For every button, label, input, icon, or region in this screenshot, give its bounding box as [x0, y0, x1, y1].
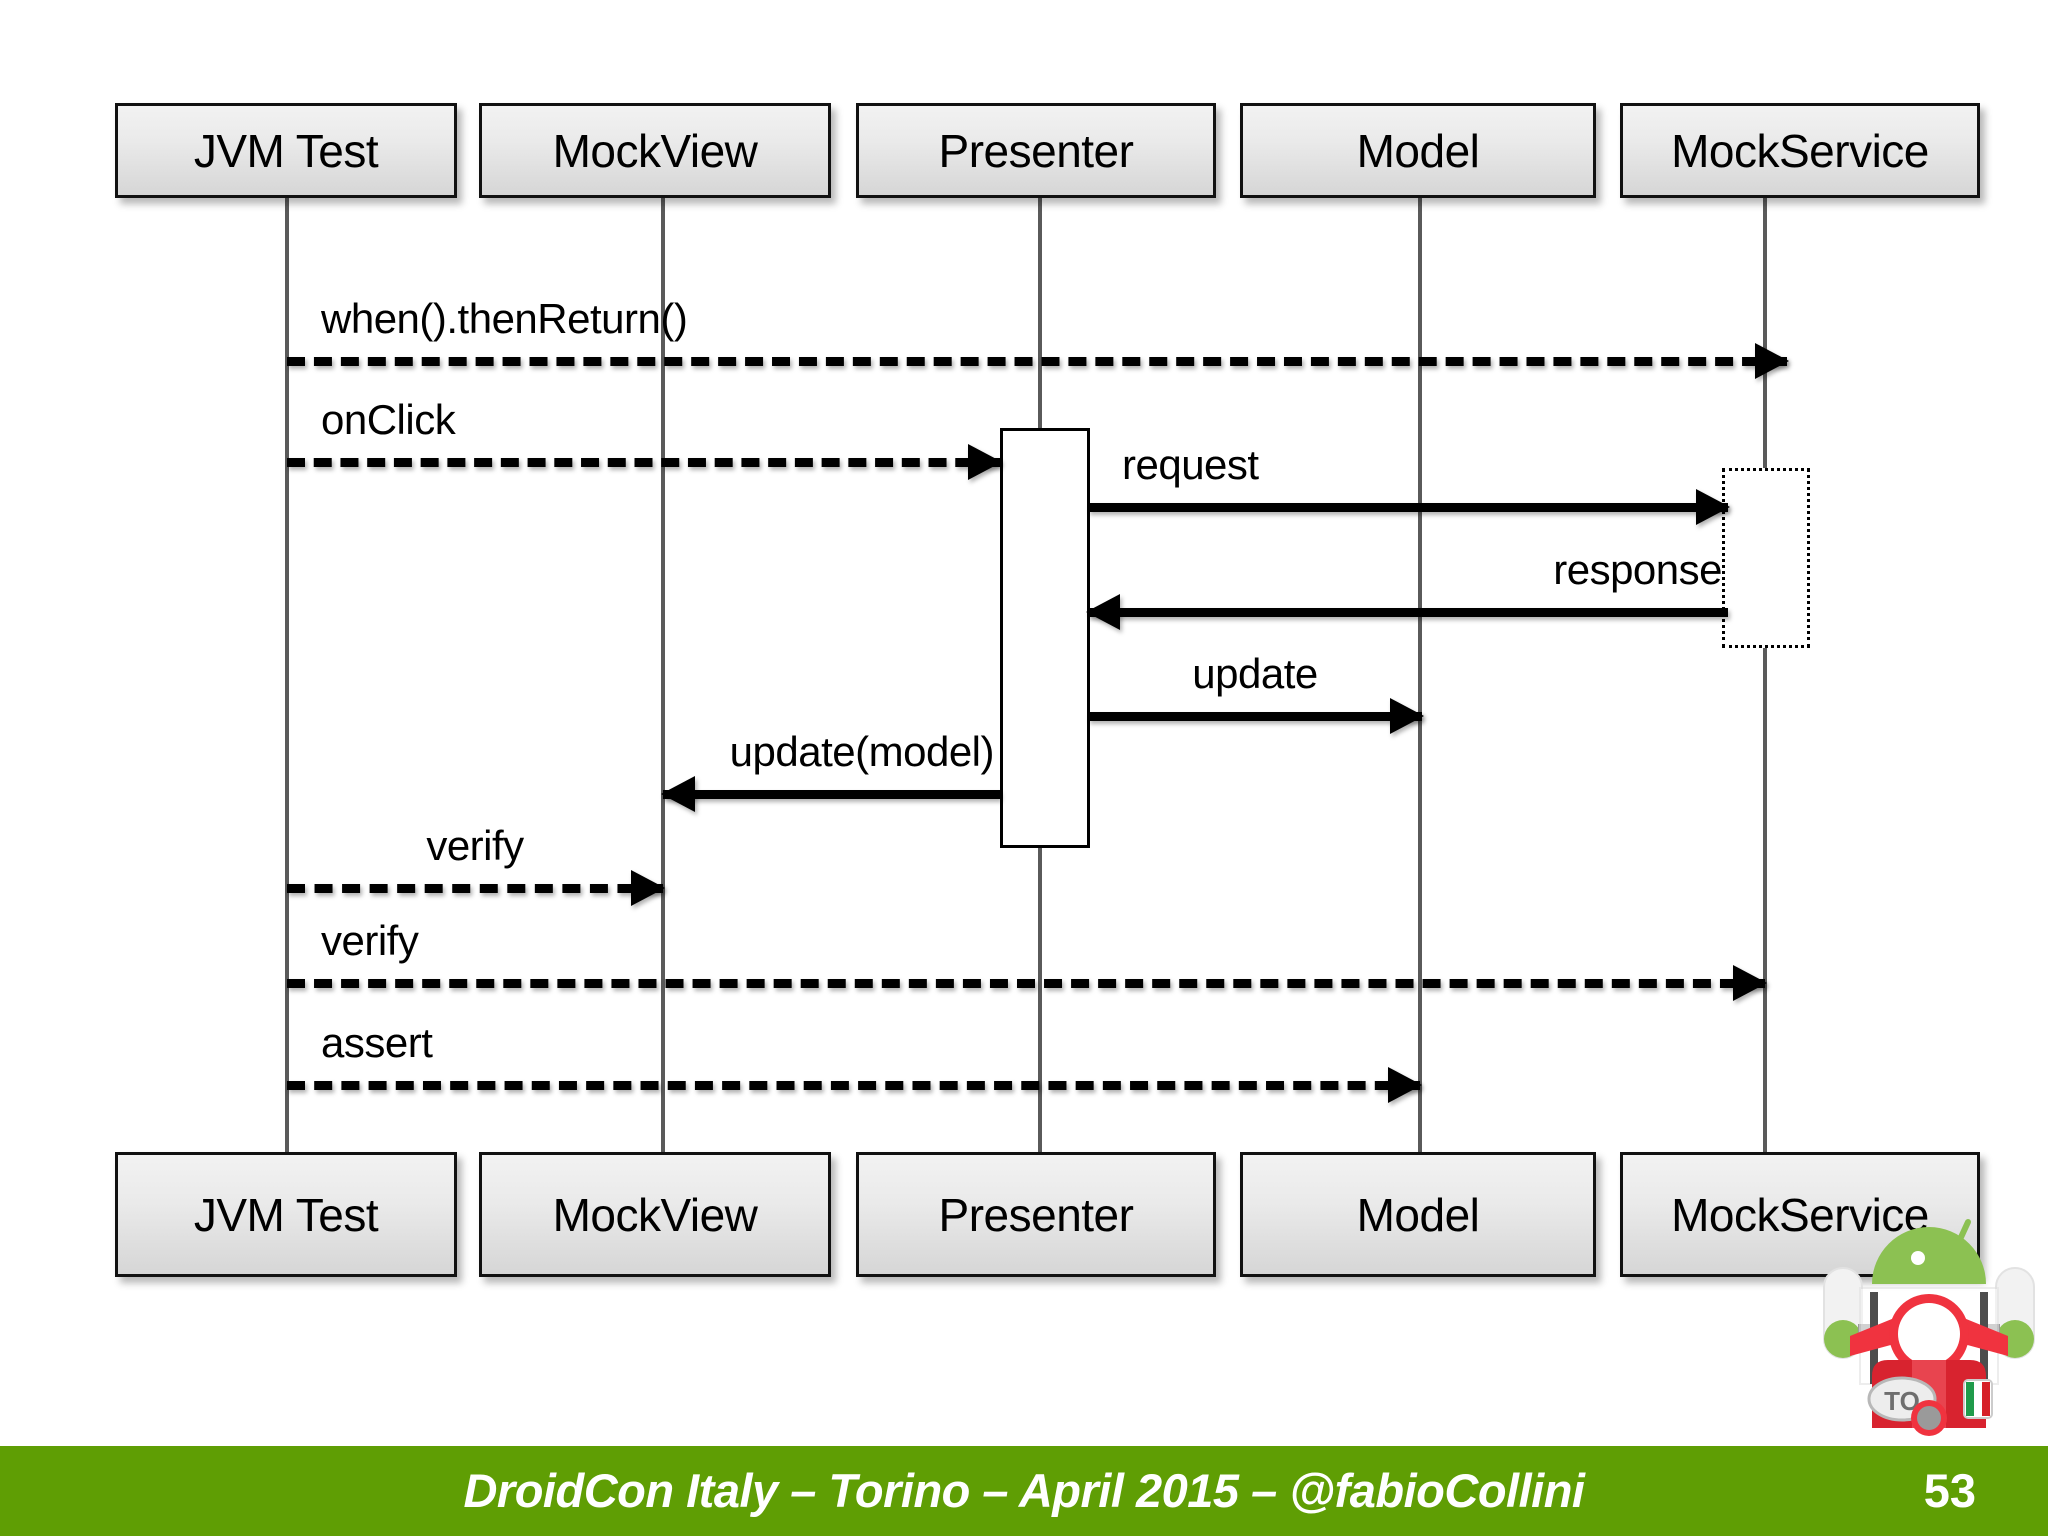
- message-label: onClick: [321, 396, 456, 443]
- arrowhead-right-icon: [968, 444, 1002, 480]
- participant-label: MockService: [1671, 1188, 1929, 1241]
- arrowhead-right-icon: [1388, 1067, 1422, 1103]
- message-label: verify: [426, 822, 524, 869]
- message-line: [287, 884, 663, 893]
- participant-label: Model: [1356, 124, 1480, 177]
- lifeline-jvm-test: [285, 198, 289, 1158]
- participant-head-presenter[interactable]: Presenter: [856, 103, 1216, 198]
- message-line: [1088, 503, 1728, 512]
- participant-label: Presenter: [938, 124, 1134, 177]
- footer-conference-text: DroidCon Italy – Torino – April 2015 – @…: [463, 1464, 1585, 1517]
- participant-label: MockView: [552, 124, 758, 177]
- footer-bar: DroidCon Italy – Torino – April 2015 – @…: [0, 1446, 2048, 1536]
- participant-head-mockservice[interactable]: MockService: [1620, 103, 1980, 198]
- arrowhead-right-icon: [1733, 965, 1767, 1001]
- message-line: [1088, 712, 1422, 721]
- participant-head-jvm-test[interactable]: JVM Test: [115, 103, 457, 198]
- participant-head-model[interactable]: Model: [1240, 103, 1596, 198]
- message-label: update: [1192, 650, 1318, 697]
- participant-label: JVM Test: [193, 1188, 379, 1241]
- lifeline-mockservice: [1763, 198, 1767, 1158]
- message-label: verify: [321, 917, 419, 964]
- arrowhead-left-icon: [1086, 594, 1120, 630]
- message-line: [287, 1081, 1420, 1090]
- participant-label: Model: [1356, 1188, 1480, 1241]
- arrowhead-right-icon: [1696, 489, 1730, 525]
- message-line: [663, 790, 1000, 799]
- arrowhead-right-icon: [1755, 343, 1789, 379]
- android-scooter-logo: TO: [1823, 1219, 2035, 1436]
- participant-foot-model[interactable]: Model: [1240, 1152, 1596, 1277]
- participant-foot-mockview[interactable]: MockView: [479, 1152, 831, 1277]
- lifeline-mockview: [661, 198, 665, 1158]
- arrowhead-right-icon: [631, 870, 665, 906]
- arrowhead-right-icon: [1390, 698, 1424, 734]
- participant-head-mockview[interactable]: MockView: [479, 103, 831, 198]
- message-label: when().thenReturn(): [321, 295, 688, 342]
- activation-bar-mockservice: [1722, 468, 1810, 648]
- participant-foot-jvm-test[interactable]: JVM Test: [115, 1152, 457, 1277]
- message-label: request: [1122, 441, 1259, 488]
- participant-label: MockView: [552, 1188, 758, 1241]
- participant-label: MockService: [1671, 124, 1929, 177]
- participant-label: Presenter: [938, 1188, 1134, 1241]
- message-label: update(model): [729, 728, 995, 775]
- page-number: 53: [1923, 1464, 1976, 1517]
- message-line: [287, 357, 1787, 366]
- participant-foot-presenter[interactable]: Presenter: [856, 1152, 1216, 1277]
- activation-bar-presenter: [1000, 428, 1090, 848]
- participant-label: JVM Test: [193, 124, 379, 177]
- message-label: response: [1553, 546, 1722, 593]
- arrowhead-left-icon: [661, 776, 695, 812]
- lifeline-model: [1418, 198, 1422, 1158]
- message-line: [287, 458, 1000, 467]
- message-label: assert: [321, 1019, 433, 1066]
- message-line: [1088, 608, 1728, 617]
- message-line: [287, 979, 1765, 988]
